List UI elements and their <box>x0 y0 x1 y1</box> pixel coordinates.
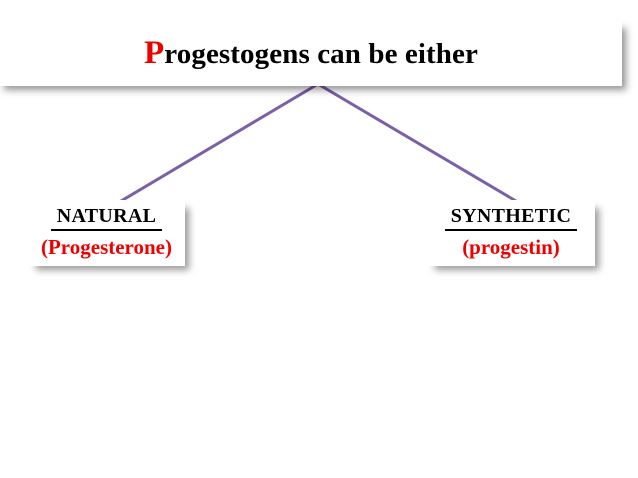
branch-box-natural: NATURAL (Progesterone) <box>28 200 185 266</box>
title-rest-text: rogestogens can be either <box>164 37 478 70</box>
branch-subtitle-natural: (Progesterone) <box>40 234 172 259</box>
title-lead-letter: P <box>144 34 165 71</box>
branch-subtitle-synthetic: (progestin) <box>462 234 560 259</box>
title-panel: Progestogens can be either <box>0 20 622 86</box>
branch-heading-natural: NATURAL <box>50 205 163 231</box>
branch-box-synthetic: SYNTHETIC (progestin) <box>427 200 595 266</box>
chevron-path <box>114 82 523 206</box>
branch-heading-synthetic: SYNTHETIC <box>444 205 578 231</box>
page-title: Progestogens can be either <box>144 34 478 71</box>
